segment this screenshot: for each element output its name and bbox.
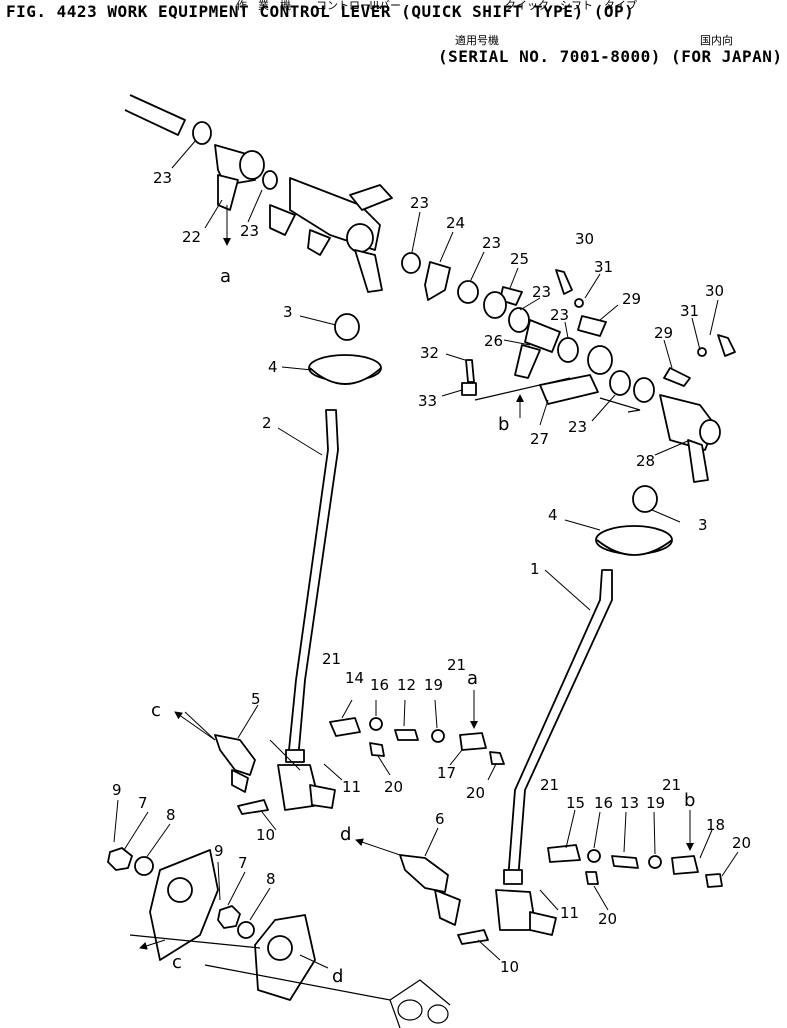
jp-for-japan: 国内向 xyxy=(700,34,733,47)
callout-28: 28 xyxy=(636,452,655,470)
callout-23: 23 xyxy=(153,169,172,187)
right-bracket-assembly xyxy=(401,252,736,483)
callout-14: 14 xyxy=(345,669,364,687)
callout-22: 22 xyxy=(182,228,201,246)
callout-8: 8 xyxy=(266,870,276,888)
callout-a: a xyxy=(220,266,231,287)
lever-2 xyxy=(277,409,339,811)
callout-b: b xyxy=(498,414,509,435)
callout-19: 19 xyxy=(646,794,665,812)
callout-29: 29 xyxy=(654,324,673,342)
knob-and-boot-upper xyxy=(308,313,382,385)
callout-15: 15 xyxy=(566,794,585,812)
callout-4: 4 xyxy=(548,506,558,524)
callout-27: 27 xyxy=(530,430,549,448)
callout-7: 7 xyxy=(238,854,248,872)
knob-and-boot-lower xyxy=(595,485,673,556)
callout-10: 10 xyxy=(500,958,519,976)
callout-23: 23 xyxy=(550,306,569,324)
callout-23: 23 xyxy=(532,283,551,301)
callout-23: 23 xyxy=(482,234,501,252)
callout-32: 32 xyxy=(420,344,439,362)
hardware-row-lower xyxy=(457,844,723,945)
jp-title-lever: レバー xyxy=(368,0,401,12)
callout-11: 11 xyxy=(342,778,361,796)
callout-6: 6 xyxy=(435,810,445,828)
callout-30: 30 xyxy=(705,282,724,300)
callout-11: 11 xyxy=(560,904,579,922)
callout-d: d xyxy=(340,824,351,845)
callout-29: 29 xyxy=(622,290,641,308)
callout-2: 2 xyxy=(262,414,272,432)
callout-23: 23 xyxy=(410,194,429,212)
callout-18: 18 xyxy=(706,816,725,834)
callout-23: 23 xyxy=(240,222,259,240)
callout-3: 3 xyxy=(698,516,708,534)
callout-30: 30 xyxy=(575,230,594,248)
callout-3: 3 xyxy=(283,303,293,321)
callout-d: d xyxy=(332,966,343,987)
serial-range: (SERIAL NO. 7001-8000) (FOR JAPAN) xyxy=(438,47,783,66)
callout-20: 20 xyxy=(598,910,617,928)
upper-shaft-assembly xyxy=(124,94,393,293)
callout-9: 9 xyxy=(112,781,122,799)
callout-31: 31 xyxy=(594,258,613,276)
connector-6 xyxy=(399,854,461,926)
callout-c: c xyxy=(172,952,182,973)
callout-16: 16 xyxy=(370,676,389,694)
leader-lines xyxy=(113,139,739,969)
callout-20: 20 xyxy=(384,778,403,796)
lever-1 xyxy=(495,569,613,936)
callout-20: 20 xyxy=(466,784,485,802)
callout-12: 12 xyxy=(397,676,416,694)
callout-b: b xyxy=(684,790,695,811)
callout-21: 21 xyxy=(447,656,466,674)
callout-17: 17 xyxy=(437,764,456,782)
jp-applicable-serial: 適用号機 xyxy=(455,34,499,47)
callout-labels: 23 22 23 a 23 24 23 25 30 31 23 29 23 3 … xyxy=(112,169,751,987)
callout-33: 33 xyxy=(418,392,437,410)
callout-4: 4 xyxy=(268,358,278,376)
figure-title: FIG. 4423 WORK EQUIPMENT CONTROL LEVER (… xyxy=(6,2,635,21)
callout-26: 26 xyxy=(484,332,503,350)
callout-10: 10 xyxy=(256,826,275,844)
jp-title-quick-shift-type: クイック シフト タイプ xyxy=(505,0,637,12)
callout-13: 13 xyxy=(620,794,639,812)
nuts-washers-left xyxy=(107,847,255,939)
jp-title-control: コントロール xyxy=(316,0,382,12)
callout-8: 8 xyxy=(166,806,176,824)
callout-20: 20 xyxy=(732,834,751,852)
callout-21: 21 xyxy=(322,650,341,668)
connector-5 xyxy=(214,734,256,793)
callout-9: 9 xyxy=(214,842,224,860)
callout-31: 31 xyxy=(680,302,699,320)
callout-19: 19 xyxy=(424,676,443,694)
jp-title-work-equipment: 作 業 機 xyxy=(236,0,291,12)
callout-5: 5 xyxy=(251,690,261,708)
frame-plates xyxy=(129,849,451,1028)
callout-1: 1 xyxy=(530,560,540,578)
hardware-row-upper xyxy=(237,717,505,815)
callout-23: 23 xyxy=(568,418,587,436)
callout-21: 21 xyxy=(540,776,559,794)
callout-24: 24 xyxy=(446,214,465,232)
callout-a: a xyxy=(467,668,478,689)
callout-c: c xyxy=(151,700,161,721)
callout-16: 16 xyxy=(594,794,613,812)
callout-21: 21 xyxy=(662,776,681,794)
callout-7: 7 xyxy=(138,794,148,812)
callout-25: 25 xyxy=(510,250,529,268)
